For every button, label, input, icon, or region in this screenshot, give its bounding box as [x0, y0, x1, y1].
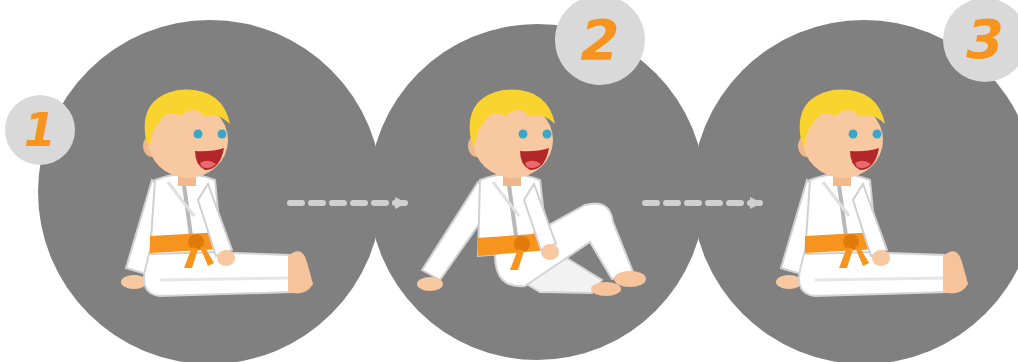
judoka-sitting [776, 90, 968, 296]
step-node: 3 [760, 110, 975, 296]
step-node: 2 [405, 110, 645, 296]
step-number: 3 [943, 0, 1018, 82]
step-circle [369, 24, 705, 360]
judoka-knees-bent [417, 90, 646, 296]
dashed-arrow [290, 200, 405, 206]
dashed-arrow [645, 200, 760, 206]
step-number: 2 [555, 0, 645, 85]
step-number: 1 [5, 95, 75, 165]
judoka-sitting [121, 90, 313, 296]
step-circle [38, 20, 382, 362]
step-node: 1 [120, 110, 290, 296]
